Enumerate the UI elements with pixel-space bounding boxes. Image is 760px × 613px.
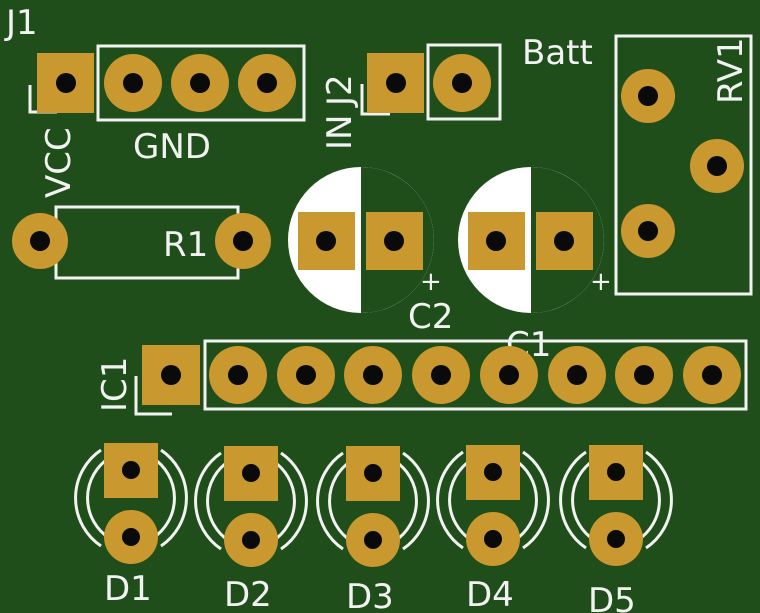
j1-outline <box>96 44 306 122</box>
label-c1-plus: + <box>590 267 612 297</box>
label-ic1: IC1 <box>95 357 135 412</box>
label-d2: D2 <box>224 575 272 613</box>
r1-outline <box>54 205 240 280</box>
label-gnd: GND <box>133 127 211 167</box>
label-d4: D4 <box>466 575 514 613</box>
label-in: IN <box>320 115 360 150</box>
label-d5: D5 <box>588 581 636 613</box>
led-d3[interactable] <box>316 446 430 567</box>
capacitor-c1[interactable] <box>458 167 604 313</box>
connector-j1[interactable] <box>28 44 306 122</box>
label-d1: D1 <box>104 569 152 609</box>
rv1-outline <box>614 34 753 296</box>
connector-j2[interactable] <box>360 43 502 121</box>
led-d4[interactable] <box>436 445 550 566</box>
label-j1: J1 <box>4 3 38 43</box>
label-batt: Batt <box>522 33 593 73</box>
led-d2[interactable] <box>194 446 308 567</box>
led-d5[interactable] <box>559 445 673 566</box>
led-d1[interactable] <box>74 443 188 564</box>
ic-ic1[interactable] <box>134 339 748 416</box>
label-j2: J2 <box>320 74 360 108</box>
label-rv1: RV1 <box>711 37 751 104</box>
label-d3: D3 <box>346 577 394 613</box>
resistor-r1[interactable] <box>12 205 271 280</box>
label-c2: C2 <box>408 297 453 337</box>
j2-outline <box>426 43 502 121</box>
ic1-outline <box>203 339 748 411</box>
label-r1: R1 <box>163 225 208 265</box>
label-c2-plus: + <box>420 267 442 297</box>
label-vcc: VCC <box>39 127 79 198</box>
potentiometer-rv1[interactable] <box>614 34 753 296</box>
capacitor-c2[interactable] <box>288 167 434 313</box>
